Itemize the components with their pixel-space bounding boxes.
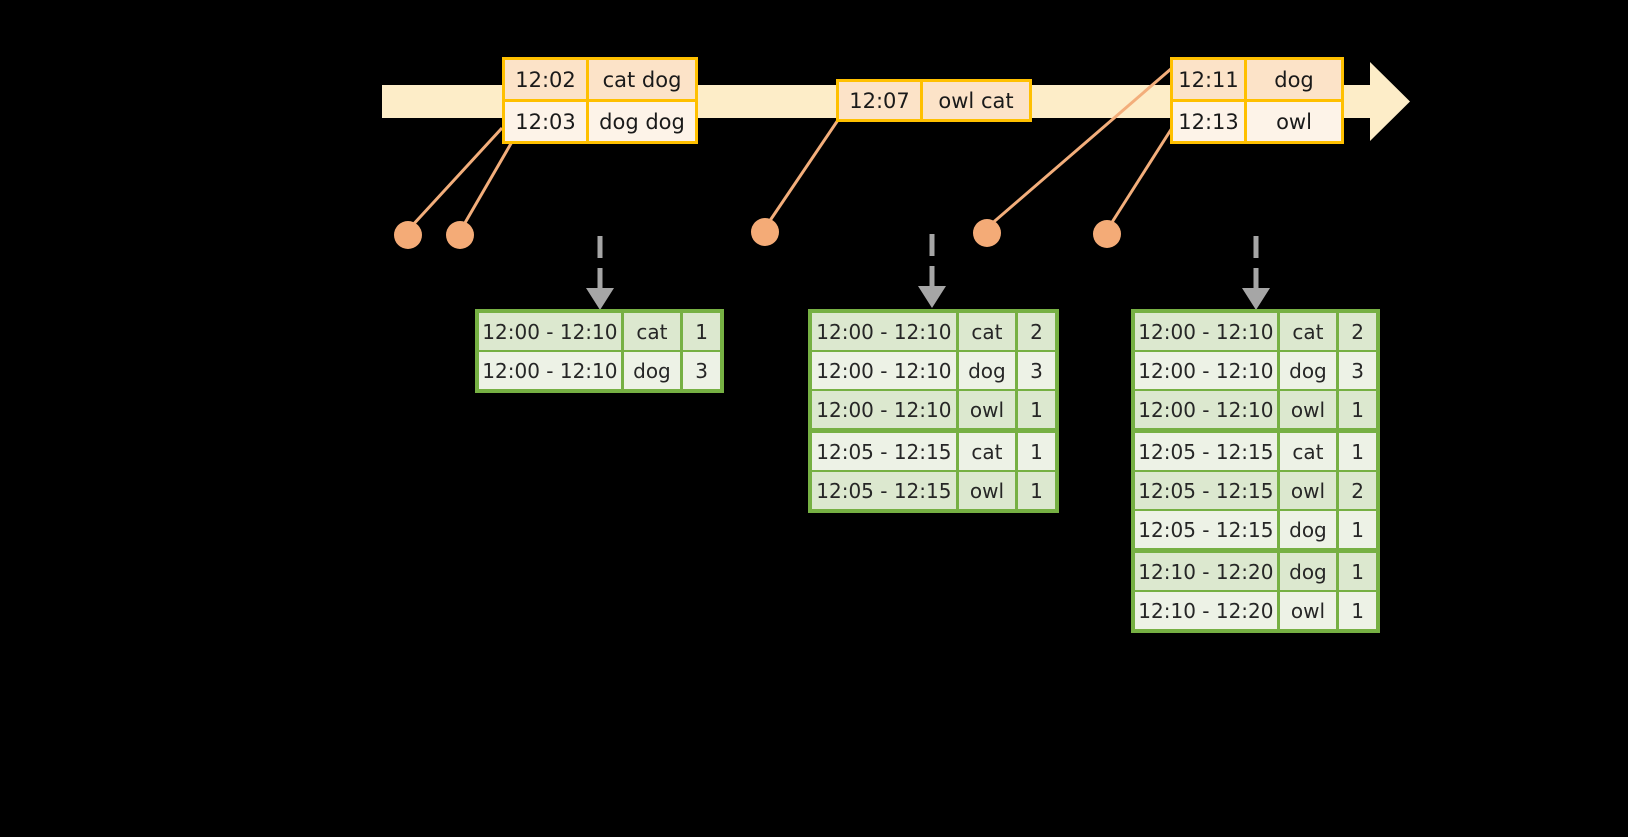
cell-key: dog [623, 352, 681, 389]
cell-window: 12:05 - 12:15 [1135, 511, 1277, 548]
cell-window: 12:05 - 12:15 [812, 472, 956, 509]
cell-count: 1 [1339, 433, 1377, 470]
cell-key: dog [1279, 511, 1337, 548]
cell-window: 12:05 - 12:15 [812, 433, 956, 470]
cell-key: dog [958, 352, 1016, 389]
table-row: 12:00 - 12:10 owl 1 [812, 391, 1055, 428]
cell-count: 2 [1018, 313, 1055, 350]
table-row: 12:00 - 12:10 cat 1 [479, 313, 721, 350]
cell-count: 1 [1018, 472, 1055, 509]
event-row: 12:03 dog dog [505, 99, 695, 141]
cell-window: 12:05 - 12:15 [1135, 472, 1277, 509]
cell-key: owl [958, 391, 1016, 428]
cell-window: 12:10 - 12:20 [1135, 553, 1277, 590]
event-time: 12:07 [839, 82, 923, 119]
connector-line-1 [408, 126, 504, 230]
cell-count: 3 [1339, 352, 1377, 389]
cell-key: dog [1279, 352, 1337, 389]
table-row: 12:00 - 12:10 cat 2 [812, 313, 1055, 350]
table-row: 12:10 - 12:20 owl 1 [1135, 592, 1377, 629]
cell-count: 1 [1018, 433, 1055, 470]
event-row: 12:02 cat dog [505, 60, 695, 99]
cell-window: 12:00 - 12:10 [812, 313, 956, 350]
event-row: 12:13 owl [1173, 99, 1341, 141]
cell-key: owl [958, 472, 1016, 509]
event-dot-5 [1093, 220, 1121, 248]
dashed-arrow-3 [1242, 236, 1270, 310]
cell-count: 1 [1339, 391, 1377, 428]
event-time: 12:03 [505, 102, 589, 141]
table-row: 12:00 - 12:10 cat 2 [1135, 313, 1377, 350]
event-dot-1 [394, 221, 422, 249]
event-box-3: 12:11 dog 12:13 owl [1170, 57, 1344, 144]
table-row: 12:05 - 12:15 dog 1 [1135, 511, 1377, 548]
cell-count: 1 [683, 313, 721, 350]
result-table-2: 12:00 - 12:10 cat 2 12:00 - 12:10 dog 3 … [808, 309, 1059, 513]
event-time: 12:13 [1173, 102, 1247, 141]
cell-count: 2 [1339, 313, 1377, 350]
event-row: 12:11 dog [1173, 60, 1341, 99]
event-time: 12:11 [1173, 60, 1247, 99]
cell-count: 2 [1339, 472, 1377, 509]
cell-key: cat [958, 433, 1016, 470]
event-row: 12:07 owl cat [839, 82, 1029, 119]
event-dot-4 [973, 219, 1001, 247]
cell-window: 12:00 - 12:10 [479, 313, 621, 350]
table-row: 12:05 - 12:15 owl 1 [812, 472, 1055, 509]
event-words: dog [1274, 67, 1314, 92]
table-row: 12:10 - 12:20 dog 1 [1135, 553, 1377, 590]
event-dot-3 [751, 218, 779, 246]
cell-window: 12:00 - 12:10 [479, 352, 621, 389]
dashed-arrow-2 [918, 234, 946, 308]
table-row: 12:00 - 12:10 owl 1 [1135, 391, 1377, 428]
table-row: 12:00 - 12:10 dog 3 [812, 352, 1055, 389]
result-table-3: 12:00 - 12:10 cat 2 12:00 - 12:10 dog 3 … [1131, 309, 1380, 633]
event-box-1: 12:02 cat dog 12:03 dog dog [502, 57, 698, 144]
cell-count: 3 [1018, 352, 1055, 389]
cell-key: owl [1279, 592, 1337, 629]
cell-window: 12:10 - 12:20 [1135, 592, 1277, 629]
cell-window: 12:00 - 12:10 [1135, 313, 1277, 350]
dashed-arrow-1 [586, 236, 614, 310]
event-words: owl cat [938, 88, 1014, 113]
table-row: 12:05 - 12:15 cat 1 [812, 433, 1055, 470]
cell-key: cat [1279, 313, 1337, 350]
event-words: dog dog [599, 109, 685, 134]
cell-count: 1 [1339, 553, 1377, 590]
cell-count: 1 [1339, 592, 1377, 629]
table-row: 12:05 - 12:15 owl 2 [1135, 472, 1377, 509]
event-time: 12:02 [505, 60, 589, 99]
cell-window: 12:00 - 12:10 [1135, 391, 1277, 428]
connector-line-5 [1107, 127, 1174, 228]
connector-line-3 [765, 119, 840, 226]
table-row: 12:00 - 12:10 dog 3 [479, 352, 721, 389]
cell-count: 1 [1339, 511, 1377, 548]
event-box-2: 12:07 owl cat [836, 79, 1032, 122]
cell-key: dog [1279, 553, 1337, 590]
result-table-1: 12:00 - 12:10 cat 1 12:00 - 12:10 dog 3 [475, 309, 724, 393]
event-dot-2 [446, 221, 474, 249]
table-row: 12:00 - 12:10 dog 3 [1135, 352, 1377, 389]
event-words: cat dog [602, 67, 682, 92]
cell-key: owl [1279, 391, 1337, 428]
cell-window: 12:00 - 12:10 [812, 352, 956, 389]
cell-count: 3 [683, 352, 721, 389]
cell-key: cat [958, 313, 1016, 350]
cell-window: 12:00 - 12:10 [1135, 352, 1277, 389]
table-row: 12:05 - 12:15 cat 1 [1135, 433, 1377, 470]
cell-window: 12:05 - 12:15 [1135, 433, 1277, 470]
cell-key: cat [1279, 433, 1337, 470]
cell-key: owl [1279, 472, 1337, 509]
cell-key: cat [623, 313, 681, 350]
cell-window: 12:00 - 12:10 [812, 391, 956, 428]
cell-count: 1 [1018, 391, 1055, 428]
event-words: owl [1276, 109, 1312, 134]
